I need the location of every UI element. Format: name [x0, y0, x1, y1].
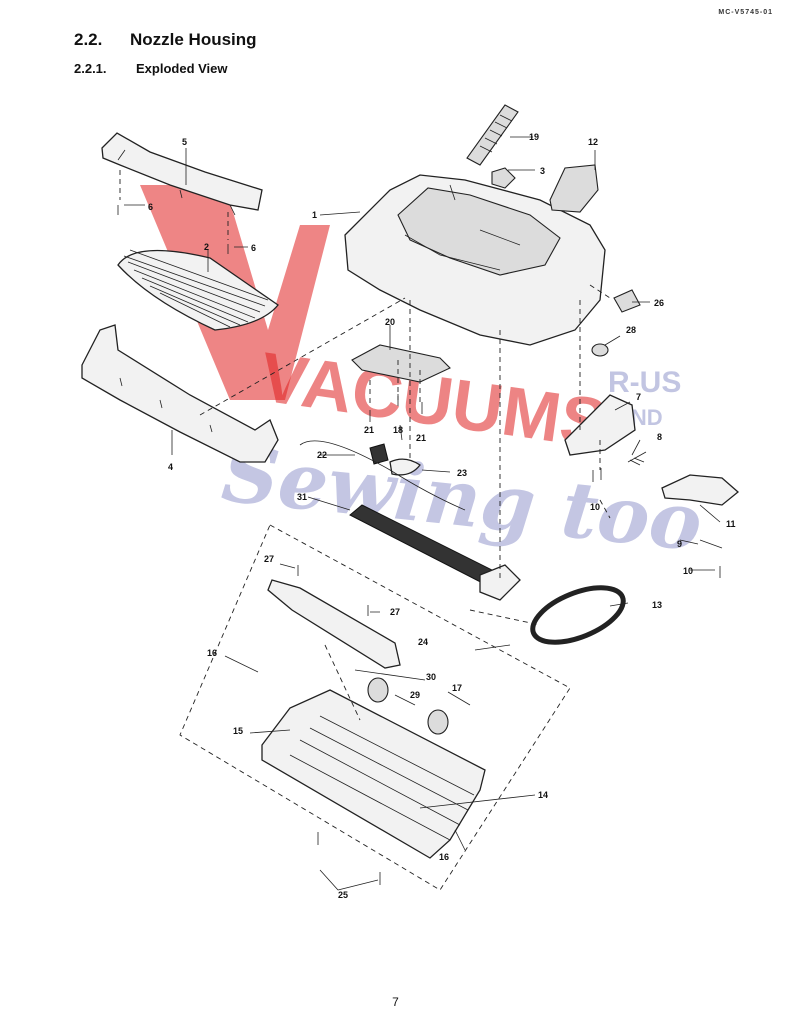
section-title: Nozzle Housing — [130, 30, 257, 49]
section-number: 2.2. — [74, 30, 103, 49]
callout-27b: 27 — [390, 607, 400, 617]
part-4-front-bumper — [81, 324, 279, 463]
part-22-lamp-socket — [369, 443, 389, 465]
callout-9: 9 — [677, 539, 682, 549]
callout-23: 23 — [457, 468, 467, 478]
callout-13: 13 — [652, 600, 662, 610]
part-13-belt — [530, 585, 626, 645]
callout-6a: 6 — [148, 202, 153, 212]
callout-29: 29 — [410, 690, 420, 700]
callout-4: 4 — [168, 462, 173, 472]
callout-17: 17 — [452, 683, 462, 693]
part-29-roller-a — [367, 677, 389, 703]
callout-24: 24 — [418, 637, 428, 647]
leader-lines — [124, 136, 721, 891]
callout-labels: 1 2 3 4 5 6 6 7 8 9 10 10 11 12 13 14 15… — [148, 132, 736, 900]
callout-16b: 16 — [439, 852, 449, 862]
part-24-strip — [267, 579, 401, 669]
part-14-base-plate — [261, 689, 486, 859]
callout-5: 5 — [182, 137, 187, 147]
screws — [117, 205, 721, 885]
subsection-number: 2.2.1. — [74, 61, 107, 76]
part-8-spring — [627, 451, 647, 466]
watermark-line2: R-US — [608, 366, 681, 399]
part-19-hose — [466, 104, 519, 166]
callout-6b: 6 — [251, 243, 256, 253]
guide-lines — [119, 170, 611, 891]
callout-7: 7 — [636, 392, 641, 402]
callout-31: 31 — [297, 492, 307, 502]
callout-1: 1 — [312, 210, 317, 220]
callout-20: 20 — [385, 317, 395, 327]
part-31-brush-roll — [299, 440, 521, 601]
callout-18: 18 — [393, 425, 403, 435]
part-2-grille — [117, 249, 279, 331]
callout-30: 30 — [426, 672, 436, 682]
callout-11: 11 — [726, 519, 736, 529]
callout-12: 12 — [588, 137, 598, 147]
part-3-connector — [491, 167, 516, 189]
document-code: MC-V5745-01 — [718, 9, 773, 16]
callout-27a: 27 — [264, 554, 274, 564]
callout-10a: 10 — [590, 502, 600, 512]
callout-22: 22 — [317, 450, 327, 460]
callout-19: 19 — [529, 132, 539, 142]
callout-2: 2 — [204, 242, 209, 252]
part-29-roller-b — [427, 709, 449, 735]
callout-10b: 10 — [683, 566, 693, 576]
callout-26: 26 — [654, 298, 664, 308]
callout-14: 14 — [538, 790, 548, 800]
part-9-pin — [699, 539, 723, 549]
part-26-pad — [613, 289, 641, 313]
watermark-line4: Sewing too — [218, 428, 706, 569]
callout-25: 25 — [338, 890, 348, 900]
callout-8: 8 — [657, 432, 662, 442]
part-11-lever — [661, 474, 740, 506]
part-12-pedal — [549, 164, 599, 213]
subsection-title: Exploded View — [136, 61, 228, 76]
callout-21a: 21 — [364, 425, 374, 435]
section-heading: 2.2. Nozzle Housing — [74, 30, 257, 50]
subsection-heading: 2.2.1. Exploded View — [74, 61, 228, 76]
callout-3: 3 — [540, 166, 545, 176]
callout-28: 28 — [626, 325, 636, 335]
part-7-bracket — [564, 394, 636, 456]
part-20-plate — [351, 344, 451, 383]
callout-15: 15 — [233, 726, 243, 736]
callout-21b: 21 — [416, 433, 426, 443]
part-5-top-cover — [101, 132, 263, 216]
callout-16a: 16 — [207, 648, 217, 658]
part-28-spring — [591, 343, 609, 357]
page-number: 7 — [392, 995, 399, 1009]
